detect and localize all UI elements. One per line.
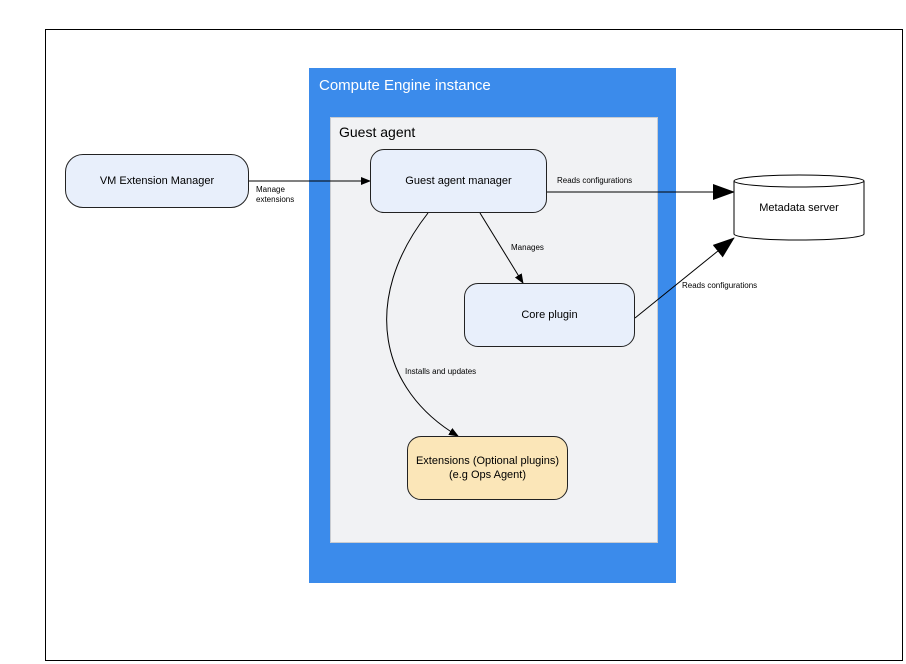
vm-extension-manager-label: VM Extension Manager [99,175,215,187]
extensions-label-line1: Extensions (Optional plugins) [415,455,560,467]
edge-label-installs-and-updates: Installs and updates [405,367,477,376]
metadata-server-cylinder [733,174,865,241]
edge-label-manage-line1: Manage [256,185,285,194]
guest-agent-title: Guest agent [339,124,416,140]
instance-title: Compute Engine instance [319,77,491,94]
edge-reads-configurations-2 [634,237,735,319]
metadata-server-label: Metadata server [759,202,839,214]
edge-label-manages: Manages [511,243,544,252]
edge-label-reads-configurations-2: Reads configurations [682,281,758,290]
guest-agent-manager-node: Guest agent manager [370,149,547,213]
edge-installs-and-updates [386,212,459,437]
edge-label-reads-configurations-1: Reads configurations [557,176,633,185]
core-plugin-node: Core plugin [464,283,635,347]
vm-extension-manager-node: VM Extension Manager [65,154,249,208]
edge-label-manage-extensions: Manage extensions [256,185,294,205]
edge-manages [479,212,524,284]
guest-agent-manager-label: Guest agent manager [405,175,512,187]
diagram-frame [45,29,903,661]
edge-label-manage-line2: extensions [256,195,295,204]
extensions-label-line2: (e.g Ops Agent) [448,469,527,481]
core-plugin-label: Core plugin [521,309,578,321]
extensions-node: Extensions (Optional plugins) (e.g Ops A… [407,436,568,500]
